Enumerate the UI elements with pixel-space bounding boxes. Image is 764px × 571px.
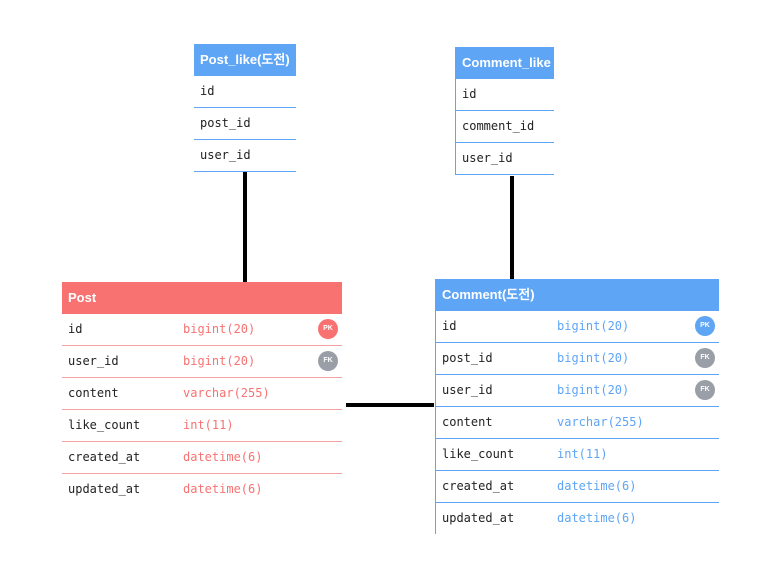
table-row: post_id bigint(20) FK	[436, 343, 719, 375]
field-name: created_at	[68, 450, 141, 464]
field-type: bigint(20)	[557, 351, 630, 365]
table-row: user_id bigint(20) FK	[62, 346, 342, 378]
foreign-key-badge: FK	[695, 380, 715, 400]
field-type: bigint(20)	[183, 354, 256, 368]
field-name: updated_at	[442, 511, 515, 525]
table-row: content varchar(255)	[62, 378, 342, 410]
field-name: like_count	[442, 447, 515, 461]
table-post[interactable]: Post id bigint(20) PK user_id bigint(20)…	[62, 282, 342, 505]
table-title: Post	[62, 282, 342, 314]
field-type: bigint(20)	[557, 319, 630, 333]
table-row: content varchar(255)	[436, 407, 719, 439]
field-name: created_at	[442, 479, 515, 493]
table-row: user_id bigint(20) FK	[436, 375, 719, 407]
field-name: content	[68, 386, 119, 400]
field-name: user_id	[442, 383, 493, 397]
field-name: id	[462, 87, 477, 101]
table-row: id	[194, 76, 296, 108]
table-row: id bigint(20) PK	[436, 311, 719, 343]
field-type: int(11)	[183, 418, 234, 432]
table-row: like_count int(11)	[62, 410, 342, 442]
table-row: like_count int(11)	[436, 439, 719, 471]
table-row: created_at datetime(6)	[436, 471, 719, 503]
table-row: user_id	[194, 140, 296, 172]
field-type: datetime(6)	[183, 482, 263, 496]
field-name: id	[200, 84, 215, 98]
field-name: comment_id	[462, 119, 535, 133]
foreign-key-badge: FK	[318, 351, 338, 371]
table-row: updated_at datetime(6)	[62, 474, 342, 505]
field-type: datetime(6)	[183, 450, 263, 464]
field-type: varchar(255)	[183, 386, 270, 400]
field-name: user_id	[462, 151, 513, 165]
primary-key-badge: PK	[695, 316, 715, 336]
field-type: varchar(255)	[557, 415, 644, 429]
field-name: id	[442, 319, 457, 333]
field-type: bigint(20)	[183, 322, 256, 336]
table-row: user_id	[456, 143, 554, 175]
field-name: user_id	[200, 148, 251, 162]
primary-key-badge: PK	[318, 319, 338, 339]
table-title: Comment_like	[456, 47, 554, 79]
field-type: datetime(6)	[557, 511, 637, 525]
field-name: content	[442, 415, 493, 429]
field-type: datetime(6)	[557, 479, 637, 493]
field-type: bigint(20)	[557, 383, 630, 397]
table-row: post_id	[194, 108, 296, 140]
field-name: post_id	[442, 351, 493, 365]
field-name: updated_at	[68, 482, 141, 496]
table-comment-like[interactable]: Comment_like id comment_id user_id	[455, 47, 554, 175]
table-title: Comment(도전)	[436, 279, 719, 311]
field-name: like_count	[68, 418, 141, 432]
field-name: post_id	[200, 116, 251, 130]
table-post-like[interactable]: Post_like(도전) id post_id user_id	[194, 44, 296, 172]
table-row: comment_id	[456, 111, 554, 143]
table-title: Post_like(도전)	[194, 44, 296, 76]
foreign-key-badge: FK	[695, 348, 715, 368]
table-row: id	[456, 79, 554, 111]
field-type: int(11)	[557, 447, 608, 461]
field-name: user_id	[68, 354, 119, 368]
field-name: id	[68, 322, 83, 336]
table-comment[interactable]: Comment(도전) id bigint(20) PK post_id big…	[435, 279, 719, 534]
table-row: updated_at datetime(6)	[436, 503, 719, 534]
table-row: id bigint(20) PK	[62, 314, 342, 346]
table-row: created_at datetime(6)	[62, 442, 342, 474]
